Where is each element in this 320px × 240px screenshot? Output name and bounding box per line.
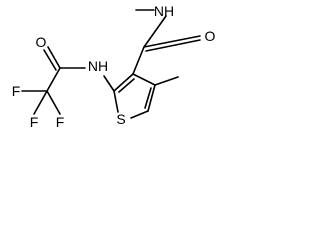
bond-carbonyl-left-oxygen (47, 46, 61, 69)
bond-ring-c3-c4 (132, 73, 156, 86)
bond-ring-s-c2 (113, 90, 119, 113)
atom-nitrogen-left: NH (88, 58, 108, 74)
bond-ring-c2-c3-second (118, 78, 135, 93)
bond-cf3-f3 (46, 90, 61, 115)
bond-carbonyl-left-oxygen-second (43, 49, 57, 71)
bond-ring-c4-c5-second (144, 87, 152, 109)
atom-oxygen-left: O (36, 34, 47, 50)
bond-nh-ring-c2 (103, 75, 115, 92)
bond-ring-c4-c5 (147, 84, 156, 112)
atom-oxygen-right: O (205, 28, 216, 44)
atom-fluorine-3: F (56, 114, 65, 130)
bond-cf3-f2 (33, 90, 48, 115)
atom-sulfur: S (116, 111, 125, 127)
bond-ring-c2-c3 (113, 73, 134, 92)
bond-ring-c4-methyl (154, 76, 179, 86)
atom-fluorine-2: F (30, 114, 39, 130)
bond-ring-c5-s (130, 110, 149, 119)
bond-cf3-carbonyl-left (46, 67, 61, 92)
atom-fluorine-1: F (12, 83, 21, 99)
bond-carbonyl-right-oxygen (143, 35, 201, 48)
atom-nitrogen-right: NH (154, 3, 174, 19)
bond-carbonyl-right-nh (143, 15, 167, 48)
bond-carbonyl-right-oxygen-second (145, 39, 201, 52)
molecule-structure: F F F O NH NH O S (12, 3, 216, 130)
bond-ring-c3-carbonyl-right (132, 46, 145, 75)
